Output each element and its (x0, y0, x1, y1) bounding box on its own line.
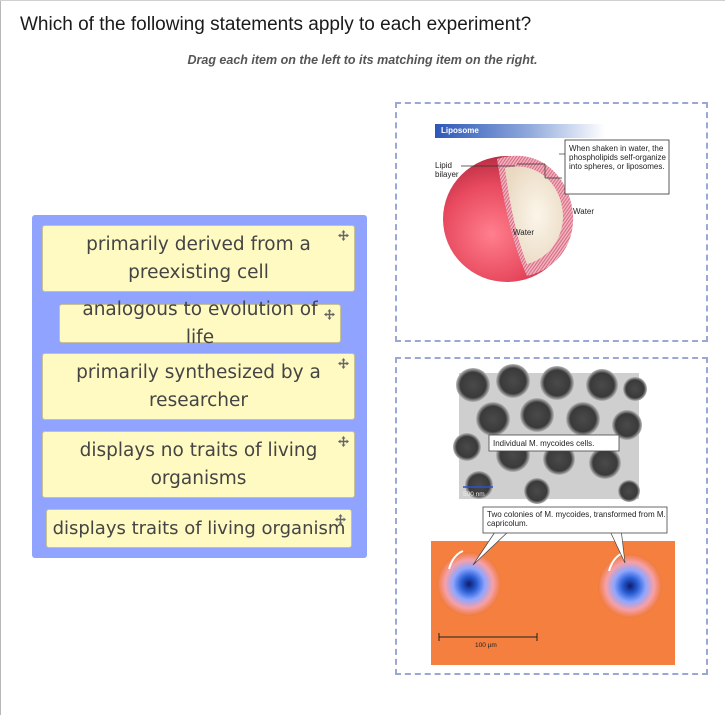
drag-item-label: analogous to evolution of life (82, 298, 318, 348)
liposome-illustration (435, 124, 670, 282)
drag-item-traits-living[interactable]: displays traits of living organism (46, 509, 352, 548)
move-icon (335, 514, 346, 525)
colonies-caption: Two colonies of M. mycoides, transformed… (487, 510, 666, 528)
move-icon (338, 358, 349, 369)
drag-item-no-traits-living[interactable]: displays no traits of living organisms (42, 431, 355, 498)
move-icon (338, 436, 349, 447)
question-text: Which of the following statements apply … (20, 14, 532, 35)
lipid-bilayer-label: Lipid bilayer (435, 161, 459, 179)
left-border (0, 0, 1, 715)
instruction-text: Drag each item on the left to its matchi… (187, 53, 538, 67)
liposome-title: Liposome (441, 126, 479, 135)
drag-item-analogous-evolution[interactable]: analogous to evolution of life (59, 299, 341, 348)
drag-item-label: displays traits of living organism (52, 517, 346, 539)
drag-item-derived-from-cell[interactable]: primarily derived from a preexisting cel… (42, 225, 355, 292)
item-pool: primarily derived from a preexisting cel… (32, 215, 367, 558)
drag-item-label: displays no traits of living organisms (79, 439, 318, 489)
mycoides-micrographs (431, 364, 675, 665)
scale-bar-bottom: 100 µm (475, 642, 497, 649)
water-outer-label: Water (573, 207, 595, 216)
water-inner-label: Water (513, 228, 535, 237)
liposome-caption: When shaken in water, the phospholipids … (569, 144, 666, 171)
drag-item-synthesized-by-researcher[interactable]: primarily synthesized by a researcher (42, 353, 355, 420)
move-icon (324, 309, 335, 320)
drag-item-label: primarily derived from a preexisting cel… (86, 233, 311, 283)
drag-item-label: primarily synthesized by a researcher (76, 361, 321, 411)
move-icon (338, 230, 349, 241)
drop-zone-mycoides[interactable]: Individual M. mycoides cells. 500 nm Two… (395, 357, 708, 675)
cells-label: Individual M. mycoides cells. (493, 439, 595, 448)
scale-bar-top: 500 nm (463, 491, 485, 498)
top-border (0, 0, 725, 1)
drop-zone-liposome[interactable]: Liposome Lipid bilayer When shaken in wa… (395, 102, 708, 342)
